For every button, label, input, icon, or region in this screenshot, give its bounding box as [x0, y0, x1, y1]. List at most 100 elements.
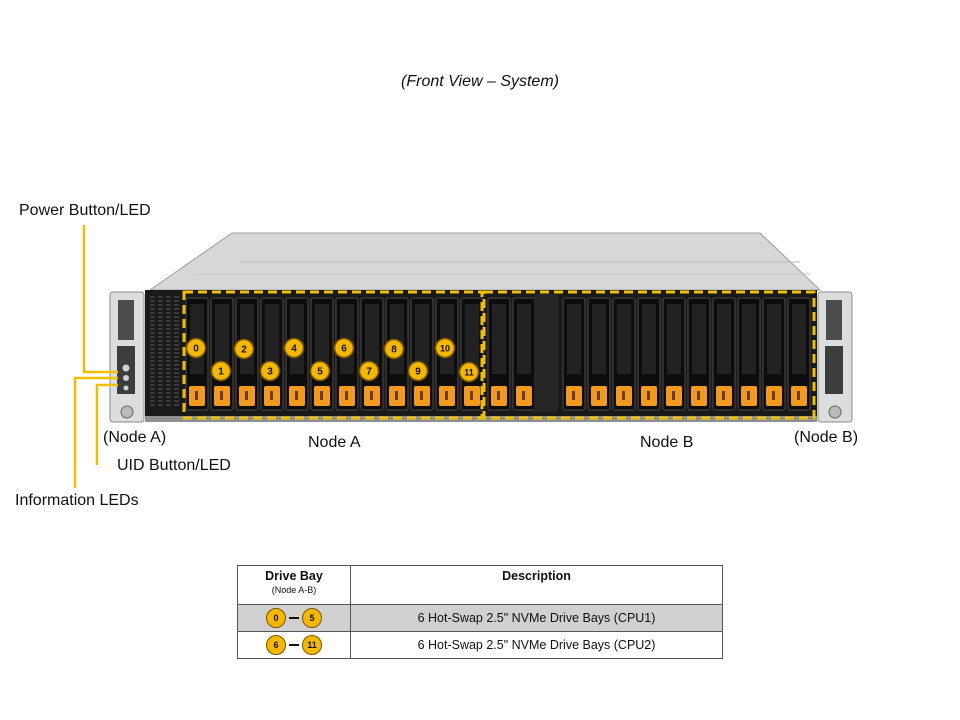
- vent-slot: [150, 296, 155, 298]
- vent-slot: [158, 372, 163, 374]
- vent-slot: [166, 392, 171, 394]
- vent-slot: [158, 300, 163, 302]
- svg-text:9: 9: [415, 367, 421, 378]
- vent-slot: [166, 344, 171, 346]
- vent-slot: [158, 316, 163, 318]
- vent-slot: [166, 324, 171, 326]
- svg-text:3: 3: [267, 367, 273, 378]
- vent-slot: [174, 400, 179, 402]
- vent-slot: [158, 356, 163, 358]
- description-cell: 6 Hot-Swap 2.5" NVMe Drive Bays (CPU1): [350, 604, 723, 632]
- vent-slot: [174, 316, 179, 318]
- svg-text:0: 0: [193, 344, 199, 355]
- vent-slot: [150, 360, 155, 362]
- drive-tray[interactable]: [687, 297, 711, 411]
- vent-slot: [166, 364, 171, 366]
- vent-slot: [166, 388, 171, 390]
- drive-trays: [185, 297, 811, 411]
- vent-slot: [150, 376, 155, 378]
- vent-slot: [150, 300, 155, 302]
- drive-tray[interactable]: [310, 297, 334, 411]
- vent-slot: [150, 348, 155, 350]
- vent-slot: [150, 344, 155, 346]
- ear-screw-left: [120, 405, 134, 419]
- svg-text:1: 1: [218, 367, 224, 378]
- drive-tray[interactable]: [460, 297, 484, 411]
- vent-slot: [150, 324, 155, 326]
- vent-slot: [174, 384, 179, 386]
- vent-slot: [158, 312, 163, 314]
- drive-tray[interactable]: [487, 297, 511, 411]
- drive-tray[interactable]: [737, 297, 761, 411]
- vent-slot: [174, 392, 179, 394]
- uid-button-led: [123, 375, 129, 381]
- vent-slot: [150, 304, 155, 306]
- vent-slot: [150, 356, 155, 358]
- bay-number-3: 3: [259, 360, 281, 382]
- vent-slot: [158, 348, 163, 350]
- vent-slot: [158, 336, 163, 338]
- vent-slot: [150, 340, 155, 342]
- node-b-bay-outline: [482, 290, 816, 420]
- vent-slot: [158, 332, 163, 334]
- vent-slot: [150, 364, 155, 366]
- vent-slot: [166, 304, 171, 306]
- vent-slot: [174, 308, 179, 310]
- vent-slot: [166, 296, 171, 298]
- drive-tray[interactable]: [612, 297, 636, 411]
- drive-tray[interactable]: [410, 297, 434, 411]
- bay-number-0: 0: [185, 337, 207, 359]
- vent-slot: [174, 344, 179, 346]
- drive-tray[interactable]: [762, 297, 786, 411]
- vent-slot: [174, 340, 179, 342]
- drive-tray[interactable]: [637, 297, 661, 411]
- vent-slot: [174, 396, 179, 398]
- vent-slot: [166, 352, 171, 354]
- node-a-bay-outline: [182, 290, 484, 420]
- vent-slot: [166, 308, 171, 310]
- drive-tray[interactable]: [562, 297, 586, 411]
- vent-slot: [158, 344, 163, 346]
- drive-tray[interactable]: [662, 297, 686, 411]
- drive-tray[interactable]: [210, 297, 234, 411]
- vent-slot: [174, 376, 179, 378]
- node-divider: [534, 294, 558, 412]
- vent-slot: [166, 348, 171, 350]
- vent-slot: [166, 328, 171, 330]
- left-rack-ear: [109, 291, 145, 423]
- drive-tray[interactable]: [712, 297, 736, 411]
- bay-number-2: 2: [233, 338, 255, 360]
- vent-slot: [150, 368, 155, 370]
- bay-number-10: 10: [434, 337, 456, 359]
- svg-text:8: 8: [391, 345, 397, 356]
- vent-slot: [150, 316, 155, 318]
- drive-tray[interactable]: [787, 297, 811, 411]
- bay-range-start: 6: [266, 635, 286, 655]
- vent-slot: [166, 340, 171, 342]
- drive-tray[interactable]: [587, 297, 611, 411]
- vent-slot: [174, 356, 179, 358]
- vent-slot: [158, 388, 163, 390]
- vent-slot: [158, 320, 163, 322]
- vent-slot: [166, 316, 171, 318]
- vent-slot: [150, 336, 155, 338]
- vent-slot: [158, 328, 163, 330]
- vent-slot: [174, 336, 179, 338]
- vent-slot: [150, 384, 155, 386]
- range-dash: [289, 617, 299, 619]
- vent-slot: [174, 328, 179, 330]
- node-a-label: Node A: [308, 434, 361, 451]
- drive-tray[interactable]: [360, 297, 384, 411]
- drive-tray[interactable]: [260, 297, 284, 411]
- vent-slot: [174, 348, 179, 350]
- bay-number-5: 5: [309, 360, 331, 382]
- vent-slot: [158, 392, 163, 394]
- info-leader-line: [73, 376, 118, 488]
- vent-slot: [150, 372, 155, 374]
- drive-tray[interactable]: [512, 297, 536, 411]
- vent-slot: [158, 324, 163, 326]
